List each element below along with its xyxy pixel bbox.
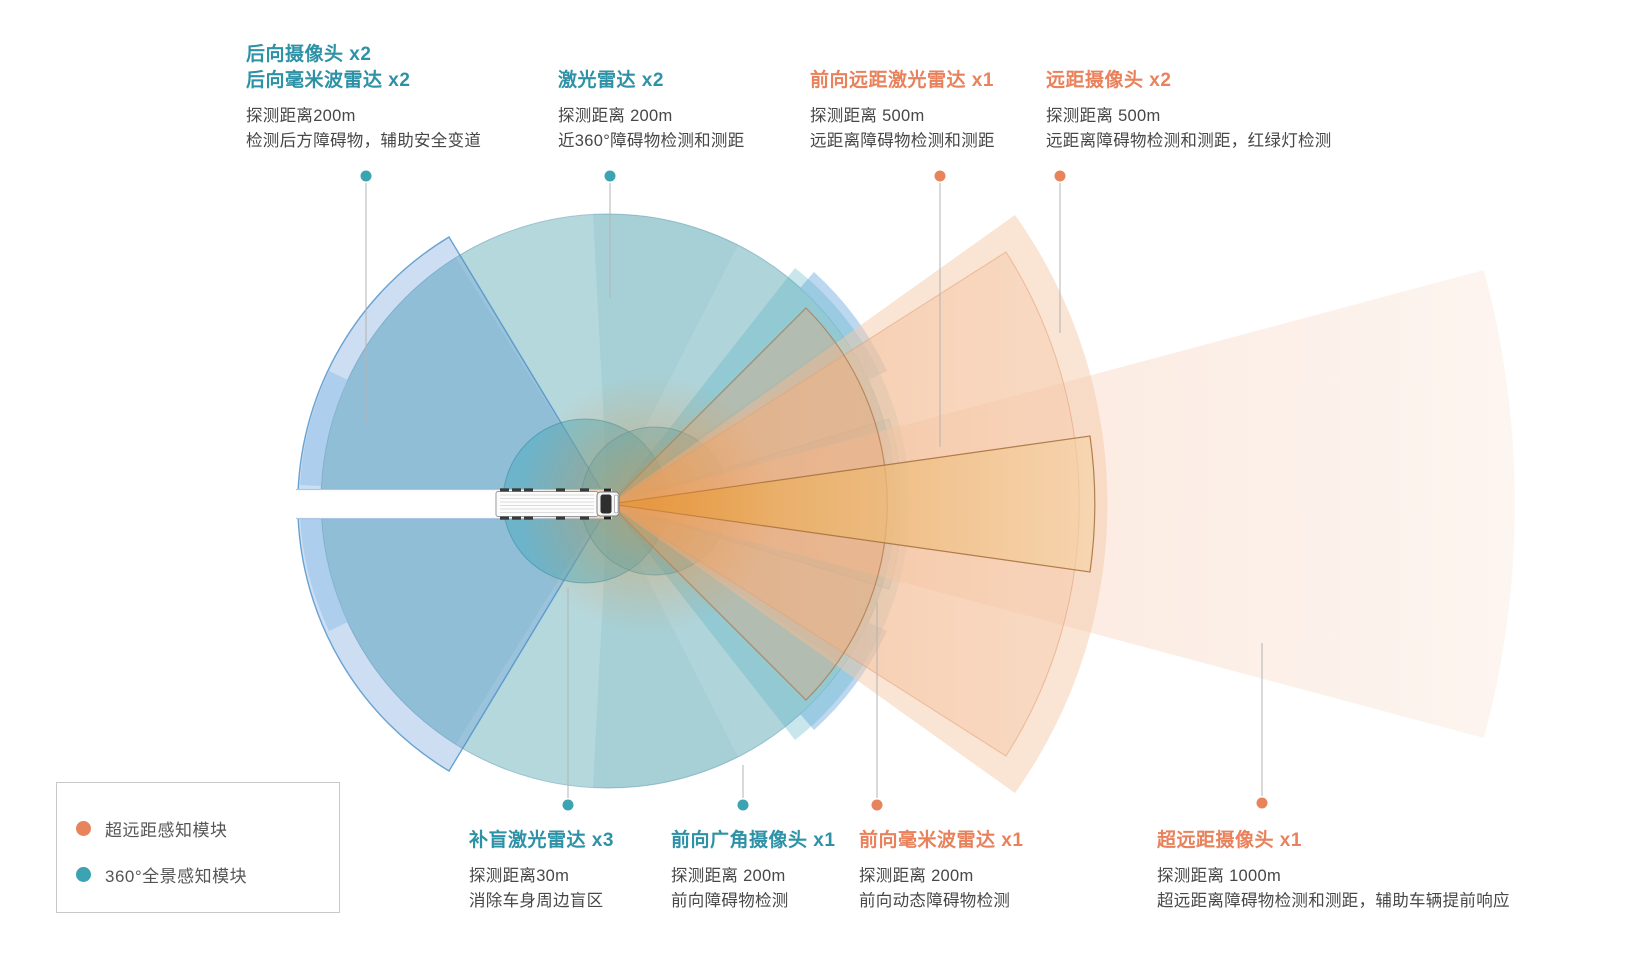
dot-blind-spot-lidar bbox=[562, 799, 574, 811]
dot-front-wide-angle-camera bbox=[737, 799, 749, 811]
orange-dot-icon bbox=[76, 821, 91, 836]
sensor-label-lidar-360: 激光雷达 x2 探测距离 200m 近360°障碍物检测和测距 bbox=[558, 68, 745, 154]
trailer-wheels bbox=[500, 488, 589, 520]
dot-ultra-long-range-camera bbox=[1256, 797, 1268, 809]
sensor-range: 探测距离200m bbox=[246, 107, 356, 125]
sensor-desc: 检测后方障碍物，辅助安全变道 bbox=[246, 132, 482, 150]
legend-box bbox=[56, 782, 340, 913]
leader-dots bbox=[360, 170, 1268, 811]
sensor-range: 探测距离 500m bbox=[1046, 107, 1161, 125]
sensor-title: 前向毫米波雷达 x1 bbox=[859, 830, 1024, 851]
sensor-title-line2: 后向毫米波雷达 x2 bbox=[246, 70, 411, 91]
legend-label: 超远距感知模块 bbox=[105, 821, 228, 840]
sensor-desc: 远距离障碍物检测和测距 bbox=[810, 132, 995, 150]
sensor-label-long-range-camera: 远距摄像头 x2 探测距离 500m 远距离障碍物检测和测距，红绿灯检测 bbox=[1046, 68, 1332, 154]
leader-lines bbox=[365, 183, 1263, 798]
dot-lidar-360 bbox=[604, 170, 616, 182]
teal-dot-icon bbox=[76, 867, 91, 882]
sensor-title: 后向摄像头 x2 bbox=[246, 44, 372, 65]
dot-front-long-range-lidar bbox=[934, 170, 946, 182]
sensor-label-front-wide-angle-camera: 前向广角摄像头 x1 探测距离 200m 前向障碍物检测 bbox=[671, 828, 835, 914]
rim-arc-strips bbox=[300, 272, 887, 730]
sensor-range: 探测距离 200m bbox=[859, 867, 974, 885]
legend-item-360-panoramic: 360°全景感知模块 bbox=[76, 862, 247, 887]
sensor-desc: 消除车身周边盲区 bbox=[469, 892, 604, 910]
sensor-title: 补盲激光雷达 x3 bbox=[469, 830, 614, 851]
sensor-range: 探测距离 500m bbox=[810, 107, 925, 125]
sensor-title: 前向远距激光雷达 x1 bbox=[810, 70, 994, 91]
trailer bbox=[495, 488, 599, 520]
sensor-desc: 远距离障碍物检测和测距，红绿灯检测 bbox=[1046, 132, 1332, 150]
apex-glow bbox=[518, 374, 778, 634]
sensor-range: 探测距离 200m bbox=[558, 107, 673, 125]
rear-fan-upper bbox=[297, 236, 612, 505]
legend-label: 360°全景感知模块 bbox=[105, 867, 248, 886]
truck-cab bbox=[596, 488, 620, 520]
sensor-label-front-mmwave-radar: 前向毫米波雷达 x1 探测距离 200m 前向动态障碍物检测 bbox=[859, 828, 1023, 914]
sensor-title: 激光雷达 x2 bbox=[558, 70, 664, 91]
dot-long-range-camera bbox=[1054, 170, 1066, 182]
front-long-range-lidar-beam bbox=[609, 435, 1096, 573]
sensor-label-rear-camera-radar: 后向摄像头 x2 后向毫米波雷达 x2 探测距离200m 检测后方障碍物，辅助安… bbox=[246, 42, 481, 154]
sensor-desc: 近360°障碍物检测和测距 bbox=[558, 132, 745, 150]
rear-fan-lower bbox=[297, 503, 612, 772]
sensor-title: 超远距摄像头 x1 bbox=[1157, 830, 1302, 851]
sensor-desc: 超远距离障碍物检测和测距，辅助车辆提前响应 bbox=[1157, 892, 1510, 910]
sensor-title: 远距摄像头 x2 bbox=[1046, 70, 1172, 91]
dot-front-mmwave-radar bbox=[871, 799, 883, 811]
sensor-range: 探测距离 200m bbox=[671, 867, 786, 885]
legend-item-ultra-long-range: 超远距感知模块 bbox=[76, 816, 228, 841]
sensor-desc: 前向障碍物检测 bbox=[671, 892, 789, 910]
sensor-range: 探测距离30m bbox=[469, 867, 570, 885]
sensor-title: 前向广角摄像头 x1 bbox=[671, 830, 836, 851]
sensor-label-blind-spot-lidar: 补盲激光雷达 x3 探测距离30m 消除车身周边盲区 bbox=[469, 828, 614, 914]
truck-top-view bbox=[495, 488, 620, 520]
sensor-label-front-long-range-lidar: 前向远距激光雷达 x1 探测距离 500m 远距离障碍物检测和测距 bbox=[810, 68, 995, 154]
rear-sensor-fans bbox=[297, 236, 612, 772]
sensor-desc: 前向动态障碍物检测 bbox=[859, 892, 1011, 910]
sensor-label-ultra-long-range-camera: 超远距摄像头 x1 探测距离 1000m 超远距离障碍物检测和测距，辅助车辆提前… bbox=[1157, 828, 1510, 914]
sensor-range: 探测距离 1000m bbox=[1157, 867, 1282, 885]
dot-rear-camera-radar bbox=[360, 170, 372, 182]
